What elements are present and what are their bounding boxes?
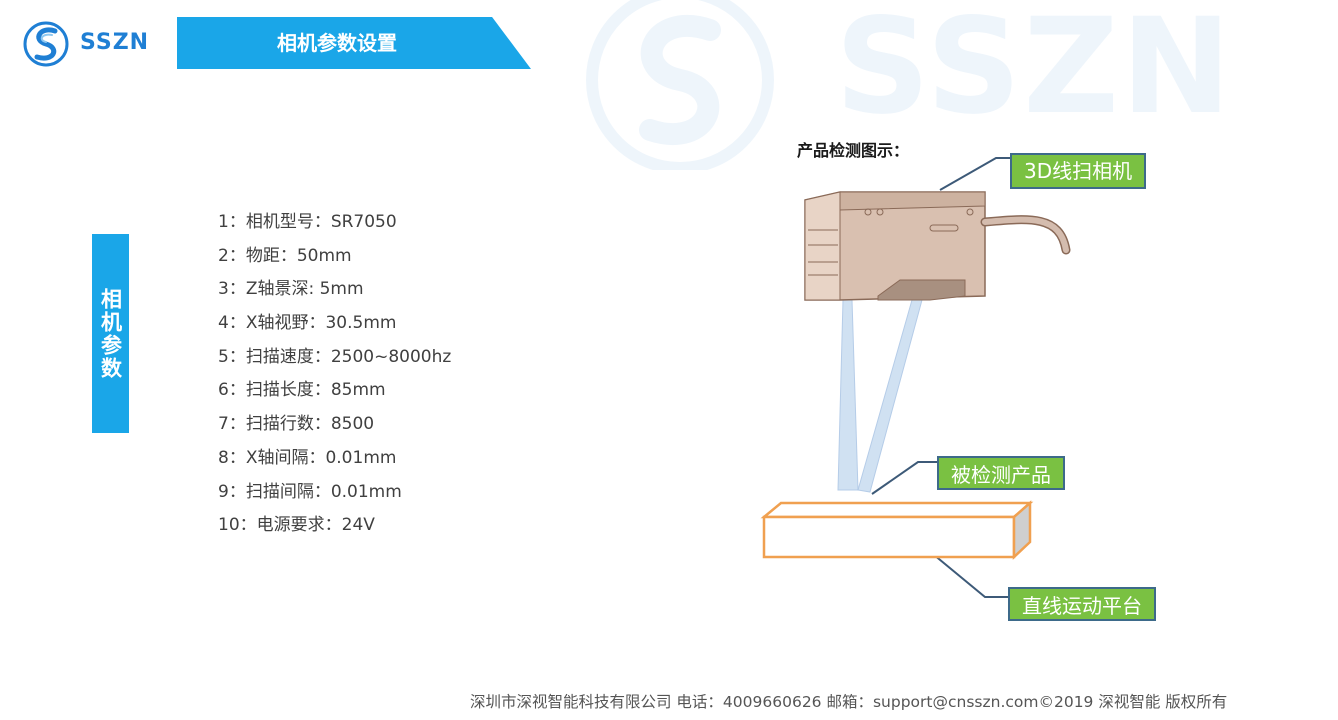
product-box [760, 500, 1034, 560]
brand-name: SSZN [80, 30, 150, 55]
diagram-caption: 产品检测图示： [797, 141, 910, 160]
param-item: 1：相机型号：SR7050 [218, 212, 397, 232]
laser-beam-left [837, 299, 859, 491]
camera-params-list: 1：相机型号：SR7050 2：物距：50mm 3：Z轴景深: 5mm 4：X轴… [218, 208, 451, 545]
param-item: 5：扫描速度：2500~8000hz [218, 346, 452, 367]
param-item: 8：X轴间隔：0.01mm [218, 447, 397, 468]
param-item: 6：扫描长度：85mm [218, 380, 386, 401]
watermark-brand-text: SSZN [835, 0, 1234, 144]
camera-body [804, 191, 1071, 301]
param-item: 3：Z轴景深: 5mm [218, 279, 364, 300]
brand-logo-icon [23, 21, 69, 67]
header-banner [177, 17, 531, 69]
product-leader-line [871, 461, 937, 495]
side-tab-label: 相机参数 [98, 287, 123, 380]
laser-beam-right [857, 299, 923, 493]
param-item: 10：电源要求：24V [218, 515, 375, 536]
page-title: 相机参数设置 [277, 31, 397, 55]
platform-leader-line [921, 544, 1008, 598]
param-item: 4：X轴视野：30.5mm [218, 313, 397, 334]
param-item: 2：物距：50mm [218, 245, 352, 266]
camera-leader-line [939, 157, 1010, 191]
param-item: 7：扫描行数：8500 [218, 414, 375, 435]
side-tab: 相机参数 [92, 234, 129, 433]
platform-label: 直线运动平台 [1008, 587, 1156, 621]
footer-text: 深圳市深视智能科技有限公司 电话：4009660626 邮箱：support@c… [470, 693, 1228, 711]
param-item: 9：扫描间隔：0.01mm [218, 481, 402, 502]
watermark-logo-icon [586, 0, 774, 170]
product-label: 被检测产品 [937, 456, 1065, 490]
camera-label: 3D线扫相机 [1010, 153, 1147, 189]
